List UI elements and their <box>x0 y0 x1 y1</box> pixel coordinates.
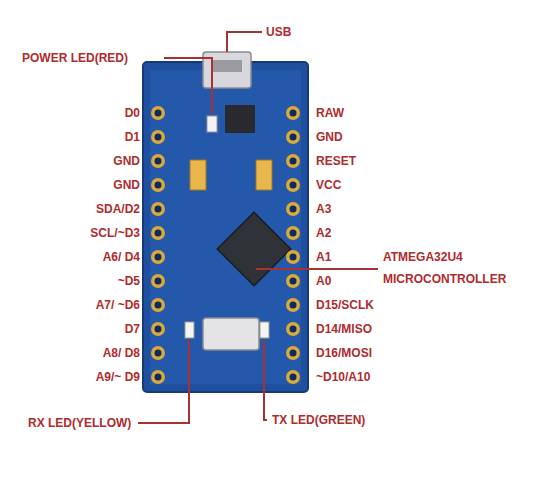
pin-label: GND <box>316 129 343 145</box>
leader-line <box>227 32 262 52</box>
pin-hole <box>290 206 297 213</box>
pin-hole <box>155 302 162 309</box>
pin-pad <box>286 106 300 120</box>
pin-hole <box>155 206 162 213</box>
pin-pad <box>151 226 165 240</box>
capacitor <box>190 160 206 190</box>
pin-hole <box>155 374 162 381</box>
pin-hole <box>155 278 162 285</box>
pin-pad <box>286 298 300 312</box>
pcb-board <box>143 62 308 392</box>
pin-pad <box>151 346 165 360</box>
pin-pad <box>151 154 165 168</box>
pin-hole <box>155 182 162 189</box>
pin-holes <box>151 106 300 384</box>
pin-label: ~D5 <box>118 273 140 289</box>
pin-hole <box>155 326 162 333</box>
pin-hole <box>290 110 297 117</box>
pin-label: GND <box>113 177 140 193</box>
pin-hole <box>290 134 297 141</box>
pin-label: A8/ D8 <box>103 345 140 361</box>
pin-pad <box>286 130 300 144</box>
pin-label: A2 <box>316 225 331 241</box>
pin-hole <box>290 182 297 189</box>
usb-opening <box>212 60 242 72</box>
leader-line <box>256 268 378 270</box>
pin-pad <box>151 106 165 120</box>
pin-hole <box>290 230 297 237</box>
pin-label: TX LED(GREEN) <box>272 412 365 428</box>
pin-label: ~D10/A10 <box>316 369 370 385</box>
pin-hole <box>155 254 162 261</box>
tx-led <box>260 322 269 338</box>
regulator <box>225 105 255 133</box>
pin-pad <box>286 226 300 240</box>
pin-pad <box>151 202 165 216</box>
pin-hole <box>290 278 297 285</box>
pin-pad <box>286 322 300 336</box>
pin-pad <box>286 178 300 192</box>
pin-pad <box>286 154 300 168</box>
pin-label: VCC <box>316 177 341 193</box>
pin-pad <box>286 202 300 216</box>
pin-label: A7/ ~D6 <box>96 297 140 313</box>
pin-pad <box>151 130 165 144</box>
pin-label: A9/~ D9 <box>96 369 140 385</box>
pin-pad <box>286 250 300 264</box>
pin-label: D16/MOSI <box>316 345 372 361</box>
pin-pad <box>286 274 300 288</box>
pin-label: USB <box>266 24 291 40</box>
pin-label: D0 <box>125 105 140 121</box>
pin-label: POWER LED(RED) <box>22 50 128 66</box>
microcontroller-chip <box>217 212 291 286</box>
pin-label: D14/MISO <box>316 321 372 337</box>
pcb-surface <box>150 70 301 384</box>
capacitor <box>256 160 272 190</box>
pin-pad <box>151 370 165 384</box>
pin-pad <box>151 274 165 288</box>
leader-line <box>264 340 267 420</box>
pin-hole <box>290 374 297 381</box>
pin-pad <box>286 346 300 360</box>
pin-hole <box>155 134 162 141</box>
pin-hole <box>290 302 297 309</box>
pin-hole <box>290 158 297 165</box>
pin-hole <box>155 110 162 117</box>
pin-label: D15/SCLK <box>316 297 374 313</box>
pin-label: SCL/~D3 <box>90 225 140 241</box>
pin-hole <box>155 158 162 165</box>
power-led <box>207 116 217 132</box>
leader-line <box>164 58 212 114</box>
pin-hole <box>155 350 162 357</box>
pin-pad <box>151 250 165 264</box>
pin-label: A6/ D4 <box>103 249 140 265</box>
pin-label: A3 <box>316 201 331 217</box>
pin-label: D1 <box>125 129 140 145</box>
pin-label: RESET <box>316 153 356 169</box>
pin-label: RX LED(YELLOW) <box>28 415 131 431</box>
rx-led <box>185 322 194 338</box>
pin-label: A0 <box>316 273 331 289</box>
pin-pad <box>151 298 165 312</box>
pin-label: GND <box>113 153 140 169</box>
pin-hole <box>290 254 297 261</box>
pin-hole <box>155 230 162 237</box>
pin-pad <box>151 178 165 192</box>
pin-hole <box>290 326 297 333</box>
leader-line <box>138 340 189 423</box>
pin-label: D7 <box>125 321 140 337</box>
pin-hole <box>290 350 297 357</box>
pin-label: SDA/D2 <box>96 201 140 217</box>
pin-label: ATMEGA32U4 MICROCONTROLLER <box>383 246 533 290</box>
pin-label: RAW <box>316 105 344 121</box>
pin-pad <box>286 370 300 384</box>
pin-label: A1 <box>316 249 331 265</box>
crystal <box>203 318 259 350</box>
pin-pad <box>151 322 165 336</box>
